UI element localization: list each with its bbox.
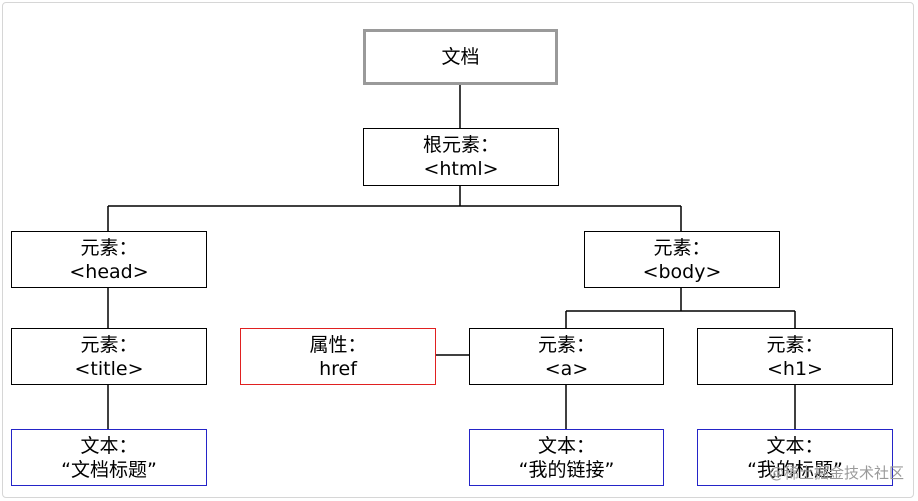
node-title-tag: <title> (74, 357, 144, 380)
node-root-html: 根元素： <html> (363, 128, 559, 186)
node-h1-tag: <h1> (767, 357, 823, 380)
node-root-html-kind: 根元素： (422, 134, 499, 156)
node-text-link-kind: 文本： (537, 434, 595, 457)
node-text-link: 文本： “我的链接” (469, 429, 664, 486)
node-text-title-kind: 文本： (80, 434, 138, 457)
node-text-h1-kind: 文本： (766, 434, 824, 457)
watermark: @稀土掘金技术社区 (768, 464, 904, 482)
node-text-title: 文本： “文档标题” (11, 429, 207, 486)
node-a-kind: 元素： (537, 333, 595, 356)
node-attribute-href: 属性： href (240, 328, 436, 385)
node-text-h1: 文本： “我的标题” (697, 429, 893, 486)
node-body-kind: 元素： (653, 236, 711, 259)
node-attribute-href-kind: 属性： (309, 333, 367, 356)
node-body-tag: <body> (642, 260, 722, 283)
node-text-h1-value: “我的标题” (747, 458, 843, 481)
node-text-link-value: “我的链接” (518, 458, 615, 481)
node-document-label: 文档 (441, 46, 480, 68)
node-title-kind: 元素： (80, 333, 138, 356)
node-head-kind: 元素： (80, 236, 138, 259)
node-body: 元素： <body> (584, 231, 780, 288)
node-attribute-href-name: href (319, 357, 357, 380)
node-h1: 元素： <h1> (697, 328, 893, 385)
node-title: 元素： <title> (11, 328, 207, 385)
node-document: 文档 (363, 29, 558, 85)
node-root-html-tag: <html> (423, 158, 499, 180)
node-h1-kind: 元素： (766, 333, 824, 356)
node-a-tag: <a> (544, 357, 589, 380)
node-head: 元素： <head> (11, 231, 207, 288)
node-head-tag: <head> (69, 260, 149, 283)
node-text-title-value: “文档标题” (61, 458, 157, 481)
node-a: 元素： <a> (469, 328, 664, 385)
